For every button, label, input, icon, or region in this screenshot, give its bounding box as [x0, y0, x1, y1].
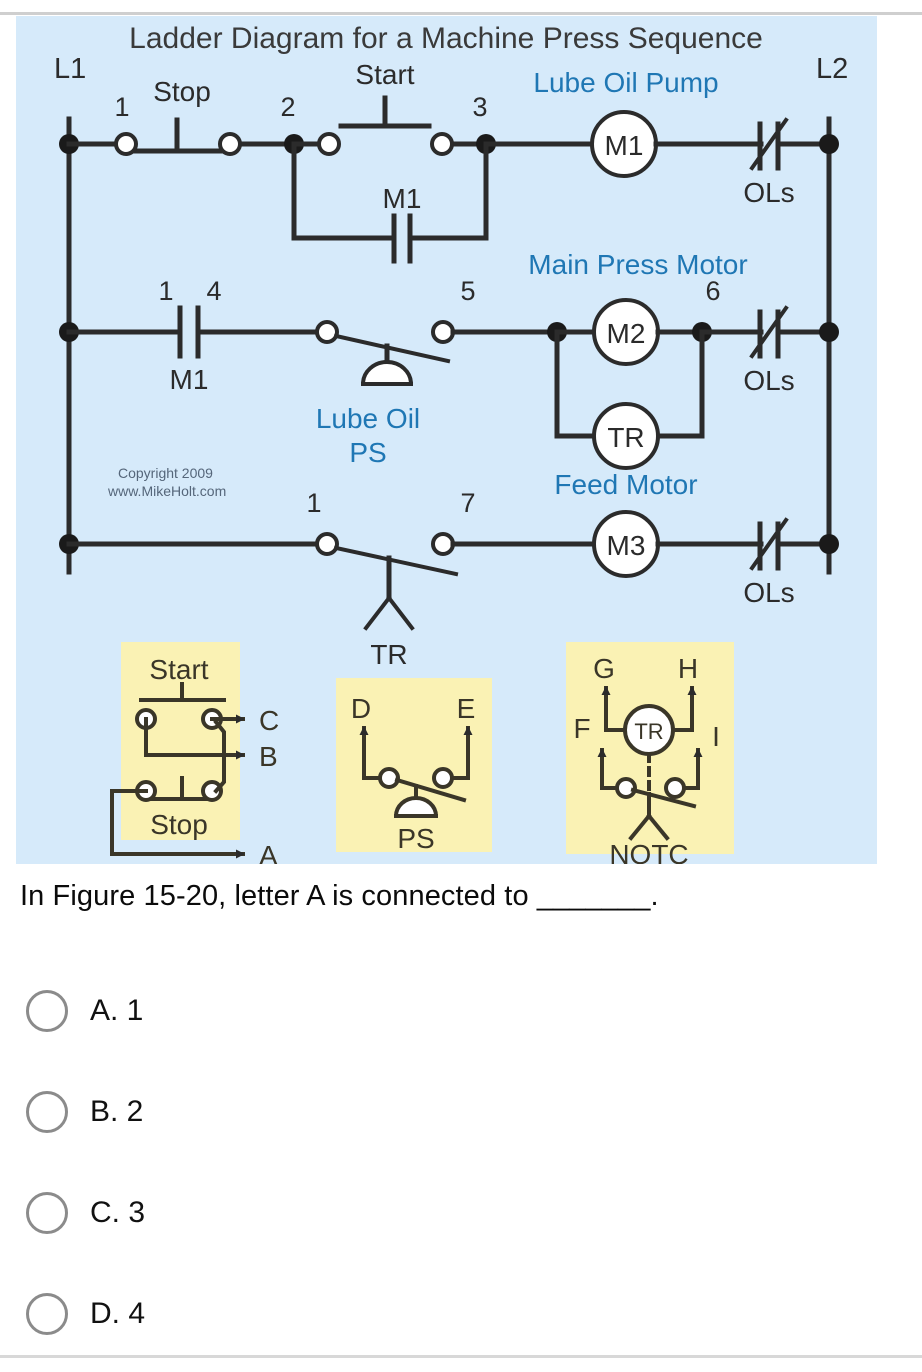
legend-notc-terminal-right: [664, 777, 686, 799]
legend-stop-label: Stop: [150, 809, 208, 840]
lube-oil-ps-label-line2: PS: [349, 437, 386, 468]
answer-option-d-label: D. 4: [90, 1296, 146, 1330]
legend-tr-terminal-g-label: G: [593, 653, 615, 684]
legend-tr-terminal-i-label: I: [712, 721, 720, 752]
tr-notc-label-rung3: TR: [370, 639, 407, 670]
legend-ps-terminal-e-label: E: [457, 693, 476, 724]
legend-ps-diaphragm: [393, 796, 439, 818]
bus-left-label: L1: [54, 53, 86, 85]
stop-pushbutton-label: Stop: [153, 76, 211, 107]
legend-coil-tr-label: TR: [634, 719, 663, 744]
radio-button-c[interactable]: [26, 1191, 68, 1234]
legend-terminal-b-label: B: [259, 741, 278, 772]
legend-timer-relay: G H F I TR: [566, 642, 734, 864]
answer-option-b[interactable]: B. 2: [26, 1061, 726, 1162]
legend-notc-blade: [630, 787, 697, 809]
lube-oil-ps-blade: [333, 333, 451, 364]
ladder-diagram-figure: Ladder Diagram for a Machine Press Seque…: [16, 16, 877, 864]
legend-start-stop: Start Stop C: [110, 642, 279, 864]
legend-tr-terminal-f-label: F: [573, 713, 590, 744]
tr-notc-blade: [333, 545, 459, 577]
legend-pressure-switch: D E PS: [336, 678, 492, 854]
lube-oil-ps-terminal-right: [431, 320, 455, 344]
m1-contact-label-rung2: M1: [170, 364, 209, 395]
legend-terminal-c-label: C: [259, 705, 279, 736]
coil-m1-label: M1: [605, 130, 644, 161]
legend-start-stop-link: [213, 719, 226, 794]
lube-oil-ps-label-line1: Lube Oil: [316, 403, 420, 434]
tr-notc-terminal-right: [431, 532, 455, 556]
node-label-1-rung2: 1: [158, 276, 173, 306]
legend-notc-arrow-right: [646, 813, 670, 841]
node-label-1-rung3: 1: [306, 488, 321, 518]
node-label-3: 3: [472, 92, 487, 122]
legend-notc-label: NOTC: [609, 839, 688, 864]
coil-tr: [592, 402, 660, 470]
legend-terminal-a-label: A: [259, 840, 278, 864]
coil-tr-label: TR: [607, 422, 644, 453]
stop-pushbutton-terminal-left: [114, 132, 138, 156]
m1-sealin-contact-label: M1: [383, 183, 422, 214]
overload-label-rung1: OLs: [743, 177, 794, 208]
node-label-1-rung1: 1: [114, 92, 129, 122]
radio-button-d[interactable]: [26, 1292, 68, 1335]
answer-option-a-label: A. 1: [90, 993, 144, 1027]
main-press-motor-title: Main Press Motor: [528, 249, 747, 280]
overload-label-rung2: OLs: [743, 365, 794, 396]
lube-oil-ps-diaphragm: [360, 360, 414, 386]
legend-tr-terminal-h-label: H: [678, 653, 698, 684]
legend-notc-terminal-left: [615, 777, 637, 799]
node-label-7: 7: [460, 488, 475, 518]
question-text: In Figure 15-20, letter A is connected t…: [20, 880, 659, 912]
tr-notc-terminal-left: [315, 532, 339, 556]
figure-title: Ladder Diagram for a Machine Press Seque…: [129, 22, 763, 55]
radio-button-a[interactable]: [26, 989, 68, 1032]
legend-terminal-b-wire: [144, 717, 245, 760]
tr-notc-arrow-right: [386, 595, 415, 631]
legend-terminal-a-wire: [110, 789, 245, 859]
radio-button-b[interactable]: [26, 1090, 68, 1133]
start-pushbutton-label: Start: [355, 59, 414, 90]
rung-main-press-motor: 1 4 M1 Lube Oil PS 5 Main P: [59, 249, 839, 470]
node-label-6: 6: [705, 276, 720, 306]
tr-notc-arrow-left: [363, 595, 392, 631]
rung-lube-oil-pump: 1 Stop 2 Start 3: [59, 59, 839, 264]
answer-options-list: A. 1 B. 2 C. 3 D. 4: [26, 960, 726, 1364]
copyright-line-1: Copyright 2009: [118, 465, 213, 481]
feed-motor-title: Feed Motor: [554, 469, 697, 500]
overload-label-rung3: OLs: [743, 577, 794, 608]
bus-right-label: L2: [816, 53, 848, 85]
copyright-line-2: www.MikeHolt.com: [107, 483, 226, 499]
answer-option-c-label: C. 3: [90, 1195, 146, 1229]
legend-ps-label: PS: [397, 823, 434, 854]
coil-m2-label: M2: [607, 318, 646, 349]
start-pushbutton-terminal-left: [317, 132, 341, 156]
m1-sealin-branch: [291, 141, 393, 241]
top-divider: [0, 12, 922, 15]
answer-option-b-label: B. 2: [90, 1094, 144, 1128]
answer-option-c[interactable]: C. 3: [26, 1162, 726, 1263]
node-label-5: 5: [460, 276, 475, 306]
start-pushbutton-terminal-right: [430, 132, 454, 156]
node-label-2: 2: [280, 92, 295, 122]
legend-ps-terminal-right: [432, 767, 454, 789]
lube-oil-pump-title: Lube Oil Pump: [533, 67, 718, 98]
node-label-4: 4: [206, 276, 221, 306]
bottom-divider: [0, 1355, 922, 1358]
legend-start-label: Start: [149, 654, 208, 685]
legend-ps-terminal-d-label: D: [351, 693, 371, 724]
tr-parallel-branch-right: [655, 329, 705, 439]
legend-stop-terminal-right: [201, 780, 223, 802]
legend-notc-arrow-left: [628, 813, 652, 841]
legend-ps-terminal-left: [378, 767, 400, 789]
coil-m3-label: M3: [607, 530, 646, 561]
answer-option-a[interactable]: A. 1: [26, 960, 726, 1061]
answer-option-d[interactable]: D. 4: [26, 1263, 726, 1364]
legend-ps-blade: [394, 777, 467, 803]
stop-pushbutton-terminal-right: [218, 132, 242, 156]
rung-feed-motor: 1 7 TR Feed Motor M3 OLs: [59, 469, 839, 670]
tr-parallel-branch-left: [554, 329, 597, 439]
lube-oil-ps-terminal-left: [315, 320, 339, 344]
